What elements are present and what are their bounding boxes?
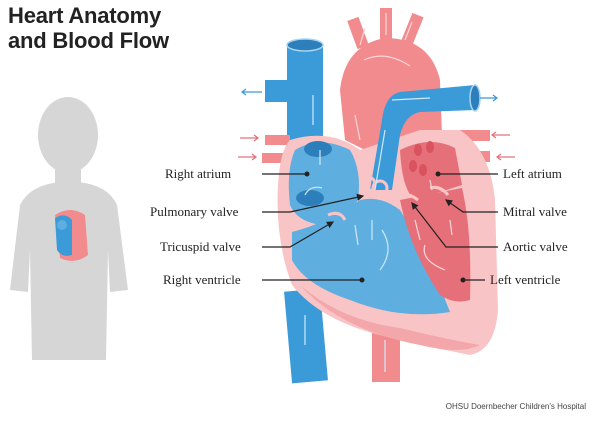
child-silhouette	[10, 97, 128, 360]
outside-arrows	[238, 88, 515, 161]
leader-lines	[262, 173, 498, 281]
label-right-atrium: Right atrium	[165, 166, 232, 181]
left-atrium	[400, 141, 462, 200]
leader-dots	[304, 171, 466, 283]
diagram-title: Heart Anatomy and Blood Flow	[8, 3, 169, 53]
label-tricuspid-valve: Tricuspid valve	[160, 239, 241, 254]
label-pulmonary-valve: Pulmonary valve	[150, 204, 239, 219]
label-left-atrium: Left atrium	[503, 166, 562, 181]
credit-text: OHSU Doernbecher Children's Hospital	[445, 402, 586, 411]
left-ventricle	[400, 188, 471, 302]
label-left-ventricle: Left ventricle	[490, 272, 561, 287]
label-aortic-valve: Aortic valve	[503, 239, 568, 254]
aorta	[340, 8, 442, 150]
label-right-ventricle: Right ventricle	[163, 272, 241, 287]
title-line-2: and Blood Flow	[8, 28, 169, 53]
title-line-1: Heart Anatomy	[8, 3, 162, 28]
inferior-vena-cava	[284, 288, 328, 384]
flow-arrows	[304, 95, 431, 372]
label-mitral-valve: Mitral valve	[503, 204, 567, 219]
child-mini-heart	[55, 210, 88, 261]
